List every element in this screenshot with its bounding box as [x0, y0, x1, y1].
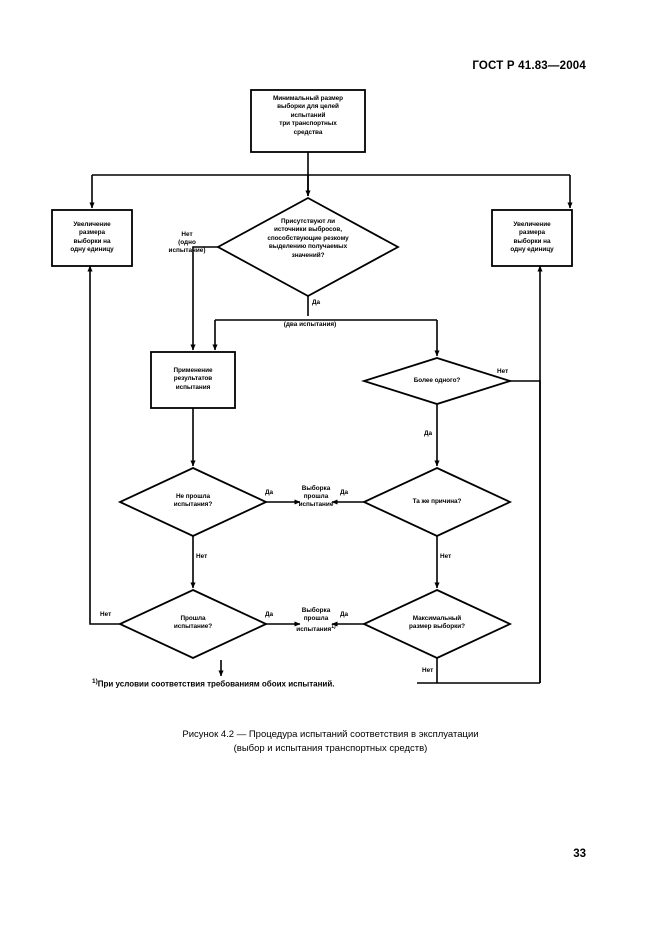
edge-label-same-reason-yes: Да [340, 489, 349, 496]
footnote-marker: 1) [92, 678, 98, 685]
figure-caption: Рисунок 4.2 — Процедура испытаний соотве… [0, 728, 661, 755]
node-failed-test-shape [117, 467, 269, 537]
footnote-text: При условии соответствия требованиям обо… [97, 679, 335, 689]
node-same-reason-shape [361, 467, 513, 537]
edge-label-two-tests: (два испытания) [283, 321, 337, 328]
node-increase-left-shape [51, 209, 133, 267]
edge-label-more-than-one-no: Нет [497, 368, 509, 375]
edge-label-passed-test-yes: Да [265, 611, 274, 618]
edge-label-same-reason-no: Нет [440, 553, 452, 560]
node-start-shape [250, 89, 366, 153]
document-header: ГОСТ Р 41.83—2004 [472, 60, 586, 72]
footnote-ref: 1) [331, 624, 336, 631]
figure-footnote: 1)При условии соответствия требованиям о… [92, 678, 335, 689]
edge-label-no-one-test: Нет (одно испытание) [168, 231, 206, 255]
node-passed-test-shape [117, 589, 269, 659]
edge-label-max-size-no: Нет [422, 667, 434, 674]
edge-label-yes-decision: Да [312, 299, 321, 306]
page-number: 33 [573, 848, 586, 860]
edge-label-failed-test-yes: Да [265, 489, 274, 496]
figure-caption-line2: (выбор и испытания транспортных средств) [233, 742, 428, 754]
node-apply-results-shape [150, 351, 236, 409]
edge-label-more-than-one-yes: Да [424, 430, 433, 437]
terminal-sample-passed-lower: Выборка прошла испытания1) [296, 607, 336, 634]
edge-label-passed-test-no: Нет [100, 611, 112, 618]
node-more-than-one-shape [361, 357, 513, 405]
node-increase-right-shape [491, 209, 573, 267]
figure-caption-line1: Рисунок 4.2 — Процедура испытаний соотве… [182, 729, 479, 740]
node-emission-sources-shape [216, 196, 400, 298]
terminal-sample-passed-upper: Выборка прошла испытание [298, 485, 334, 509]
edge-label-failed-test-no: Нет [196, 553, 208, 560]
edge-label-max-size-yes: Да [340, 611, 349, 618]
node-max-sample-size-shape [361, 589, 513, 659]
